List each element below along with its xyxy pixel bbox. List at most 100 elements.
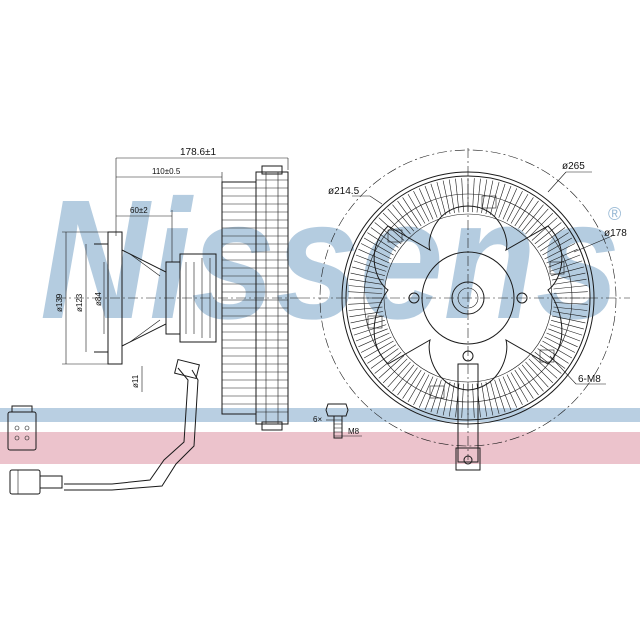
- fin-line: [510, 193, 529, 224]
- fin-line: [363, 237, 394, 256]
- fin-line: [424, 185, 438, 218]
- fin-line: [552, 315, 586, 324]
- fin-line: [348, 306, 383, 311]
- fin-line: [407, 193, 426, 224]
- fin-line: [387, 361, 411, 388]
- fin-line: [418, 188, 434, 220]
- fin-line: [528, 212, 554, 238]
- fin-line: [413, 374, 430, 406]
- fin-line: [353, 324, 387, 336]
- fin-line: [514, 197, 534, 227]
- bolt-detail: 6× M8: [313, 403, 362, 439]
- fin-line: [374, 351, 402, 374]
- fin-line: [502, 376, 518, 408]
- front-view: ø265 ø214.5 ø178 6-M8: [300, 148, 630, 471]
- fin-line: [367, 232, 397, 252]
- fin-line: [355, 328, 388, 342]
- fin-line: [430, 379, 442, 413]
- fin-line: [353, 260, 387, 272]
- fin-line: [370, 227, 399, 248]
- fin-line: [358, 332, 390, 348]
- connector-bottom: [9, 469, 63, 495]
- fin-line: [349, 278, 384, 285]
- fin-line: [397, 367, 418, 396]
- fin-line: [355, 254, 388, 268]
- fin-line: [553, 302, 588, 305]
- dim-bolt-pattern: 6-M8: [578, 374, 601, 385]
- bolt-qty: 6×: [313, 415, 322, 424]
- side-view: 178.6±1 110±0.5 60±2 ø139 ø123 ø84 ø11: [7, 147, 300, 495]
- fin-line: [518, 200, 539, 229]
- radial-fins: [348, 178, 588, 418]
- dim-dia-84: ø84: [94, 292, 103, 306]
- fin-line: [392, 364, 415, 392]
- fin-line: [382, 358, 408, 384]
- fin-line: [378, 217, 405, 241]
- fin-line: [363, 340, 394, 359]
- fin-line: [510, 372, 529, 403]
- fin-line: [553, 291, 588, 294]
- fin-line: [531, 355, 558, 379]
- fin-line: [498, 378, 512, 411]
- fin-line: [552, 272, 586, 281]
- fin-line: [352, 320, 385, 330]
- hub-lobes: [373, 205, 563, 391]
- fin-line: [442, 382, 451, 416]
- fin-line: [528, 358, 554, 384]
- connector-top: [7, 405, 37, 451]
- fin-line: [534, 222, 562, 245]
- fin-line: [402, 369, 422, 399]
- fin-line: [348, 285, 383, 290]
- fin-line: [348, 302, 383, 305]
- fin-line: [539, 232, 569, 252]
- dim-dia-139: ø139: [55, 293, 64, 312]
- fin-line: [539, 344, 569, 364]
- fin-line: [490, 182, 500, 215]
- dim-length-110: 110±0.5: [152, 167, 181, 176]
- fin-line: [531, 217, 558, 241]
- fin-line: [485, 382, 494, 416]
- brand-watermark: Nissens: [40, 165, 620, 355]
- fin-line: [537, 227, 566, 248]
- fin-line: [448, 382, 455, 417]
- fin-line: [542, 237, 573, 256]
- fin-line: [553, 306, 588, 311]
- fin-line: [430, 183, 442, 217]
- fin-line: [392, 204, 415, 232]
- fin-line: [349, 311, 384, 318]
- fin-line: [407, 372, 426, 403]
- fin-line: [413, 190, 430, 222]
- fin-line: [494, 183, 506, 217]
- fin-line: [548, 328, 581, 342]
- fin-line: [481, 382, 488, 417]
- fin-line: [382, 212, 408, 238]
- fin-stack-left: [222, 187, 256, 405]
- fin-line: [518, 367, 539, 396]
- fin-line: [424, 378, 438, 411]
- fin-line: [525, 208, 549, 235]
- dim-dia-214: ø214.5: [328, 186, 360, 197]
- dim-dia-123: ø123: [75, 293, 84, 312]
- fin-line: [549, 324, 583, 336]
- fin-line: [442, 180, 451, 214]
- dim-overall-length: 178.6±1: [180, 147, 217, 158]
- fin-line: [525, 361, 549, 388]
- fin-line: [387, 208, 411, 235]
- fin-line: [490, 381, 500, 414]
- fin-line: [521, 364, 544, 392]
- fin-line: [494, 379, 506, 413]
- fin-line: [506, 374, 523, 406]
- fin-line: [402, 197, 422, 227]
- fin-line: [348, 291, 383, 294]
- fin-line: [548, 254, 581, 268]
- fin-line: [542, 340, 573, 359]
- fin-line: [537, 348, 566, 369]
- fin-line: [360, 243, 392, 260]
- dim-dia-265: ø265: [562, 161, 585, 172]
- fin-line: [370, 348, 399, 369]
- fin-line: [397, 200, 418, 229]
- fin-line: [481, 179, 488, 214]
- bolt-thread: M8: [348, 427, 360, 436]
- fin-line: [549, 260, 583, 272]
